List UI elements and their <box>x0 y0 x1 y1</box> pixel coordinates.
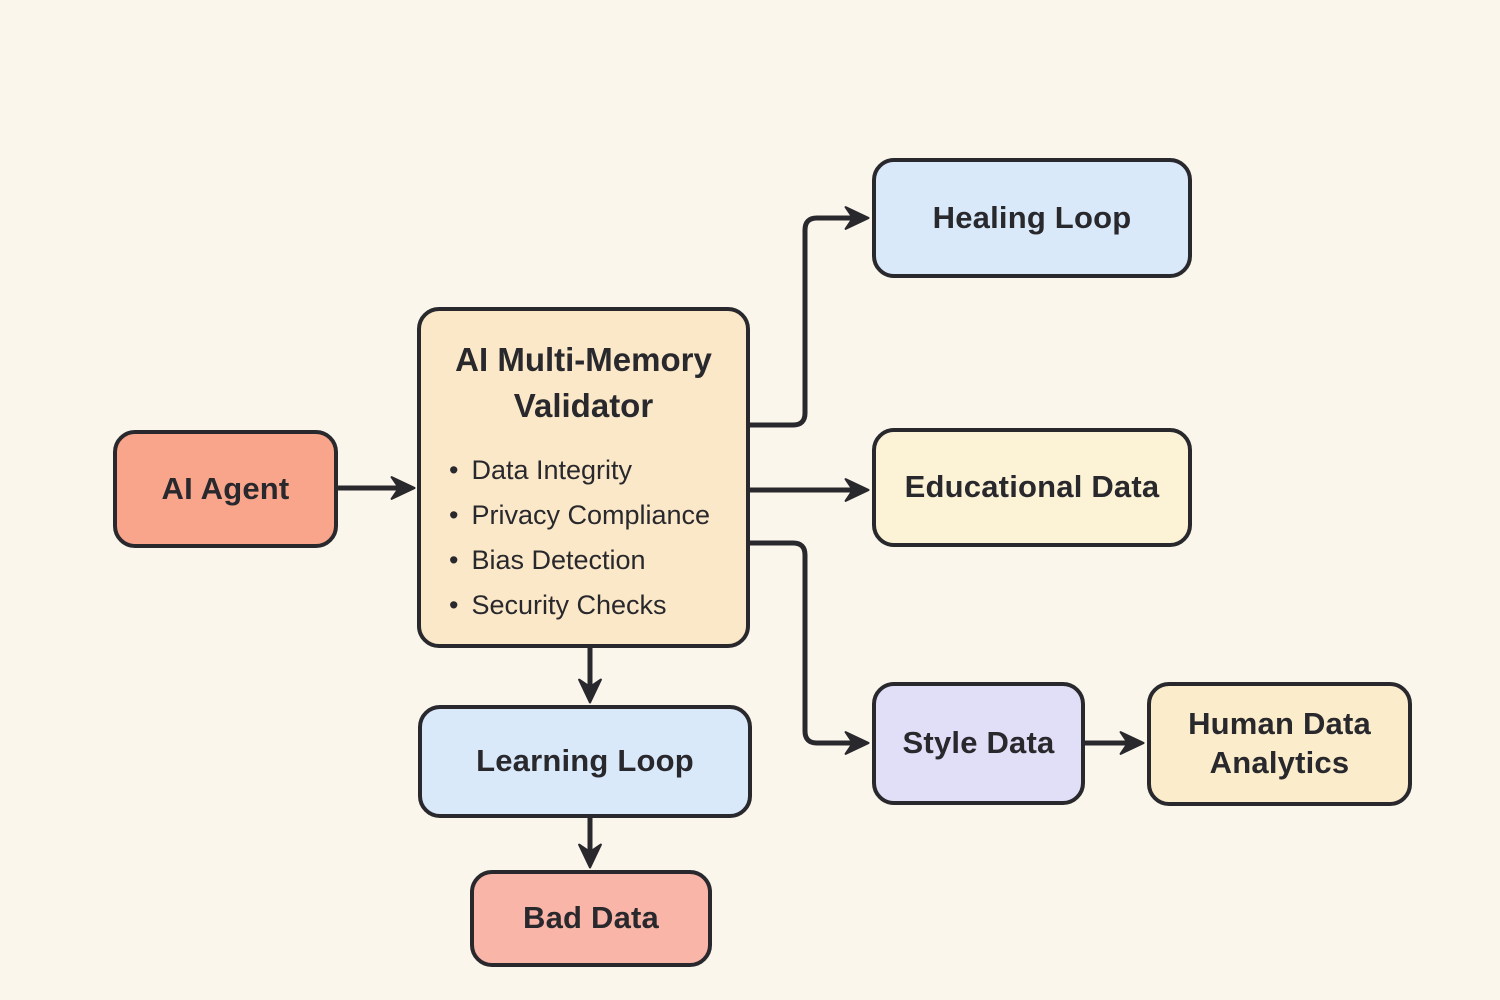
edge-validator-to-healing-loop <box>747 206 870 428</box>
edge-validator-to-style-data <box>747 540 870 755</box>
bad-data-label: Bad Data <box>523 900 659 936</box>
node-healing-loop: Healing Loop <box>872 158 1192 278</box>
healing-loop-label: Healing Loop <box>932 199 1132 235</box>
node-learning-loop: Learning Loop <box>418 705 752 818</box>
validator-item-data-integrity: • Data Integrity <box>449 448 736 493</box>
educational-data-label: Educational Data <box>904 469 1160 505</box>
learning-loop-label: Learning Loop <box>476 743 694 779</box>
validator-title: AI Multi-Memory Validator <box>455 341 712 424</box>
node-style-data: Style Data <box>872 682 1085 805</box>
node-human-data-analytics: Human Data Analytics <box>1147 682 1412 806</box>
validator-checklist: • Data Integrity • Privacy Compliance • … <box>431 448 736 627</box>
validator-item-security-checks: • Security Checks <box>449 583 736 628</box>
bullet-icon: • <box>449 544 459 575</box>
human-data-analytics-label: Human Data Analytics <box>1188 706 1371 780</box>
bullet-icon: • <box>449 455 459 486</box>
bullet-icon: • <box>449 499 459 530</box>
style-data-label: Style Data <box>902 725 1055 761</box>
validator-item-label: Bias Detection <box>471 544 646 575</box>
validator-item-label: Security Checks <box>471 589 667 620</box>
node-educational-data: Educational Data <box>872 428 1192 547</box>
bullet-icon: • <box>449 589 459 620</box>
validator-item-label: Privacy Compliance <box>471 499 711 530</box>
node-bad-data: Bad Data <box>470 870 712 967</box>
validator-item-bias-detection: • Bias Detection <box>449 538 736 583</box>
node-validator: AI Multi-Memory Validator • Data Integri… <box>417 307 750 648</box>
node-ai-agent: AI Agent <box>113 430 338 548</box>
validator-item-privacy-compliance: • Privacy Compliance <box>449 493 736 538</box>
ai-agent-label: AI Agent <box>161 470 290 506</box>
validator-item-label: Data Integrity <box>471 455 633 486</box>
